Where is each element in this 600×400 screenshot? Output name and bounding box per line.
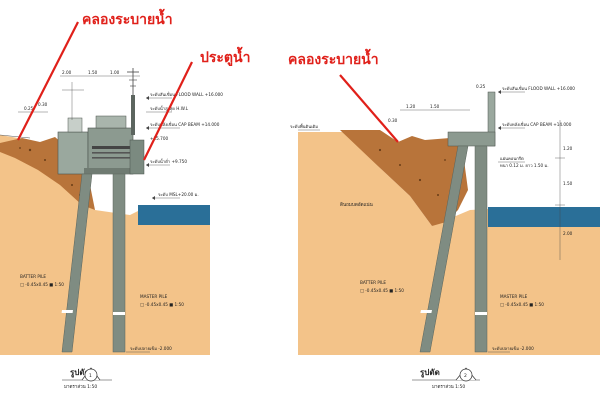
s2-title: รูปตัด	[420, 368, 440, 378]
s1-gate-annotation: ประตูน้ำ	[200, 46, 250, 66]
s2-flood-wall-label: ระดับสันเขื่อน FLOOD WALL +16.000	[502, 85, 575, 91]
s1-gate-arrow	[143, 61, 193, 161]
cap-beam-2	[447, 131, 496, 147]
s1-pile-tip-label: ระดับปลายเข็ม -2.000	[130, 345, 172, 351]
s1-batter-pile-label: BATTER PILE	[20, 274, 46, 279]
master-pile-2	[474, 145, 488, 353]
s2-section-marker	[459, 368, 473, 382]
s2-number: 2	[464, 373, 467, 379]
s1-scale: มาตราส่วน 1:50	[64, 384, 97, 390]
s2-dim-5: 1.20	[563, 146, 573, 151]
s1-dim-5: 0.30	[38, 102, 48, 107]
section-1: ระดับสันเขื่อน FLOOD WALL +16.000 ระดับน…	[0, 8, 250, 390]
sand-layer-1	[0, 135, 210, 355]
s2-dim-6: 1.50	[563, 181, 573, 186]
s2-fill-soil-label: ดินถมบดอัดแน่น	[340, 201, 374, 208]
s1-low-water-label: ระดับน้ำต่ำ +9.750	[150, 158, 187, 164]
s1-dim-2: 2.00	[62, 70, 72, 75]
s2-dim-4: 0.30	[388, 118, 398, 123]
section-2: ระดับสันเขื่อน FLOOD WALL +16.000 ระดับห…	[288, 48, 600, 390]
s1-dim-1: 1.50	[88, 70, 98, 75]
s2-sheet-pile-size: หนา 0.12 ม. ยาว 1.50 ม.	[500, 163, 549, 168]
s2-dim-2: 1.20	[406, 104, 416, 109]
s2-dim-7: 2.00	[563, 231, 573, 236]
s2-sheet-pile-label: แผ่นคอนกรีต	[500, 156, 524, 161]
s2-batter-pile-label: BATTER PILE	[360, 280, 386, 285]
fill-soil-2	[340, 130, 468, 226]
batter-pile-1	[61, 173, 93, 353]
s2-dim-3: 0.25	[476, 84, 486, 89]
s1-section-marker	[84, 368, 98, 382]
water-1	[138, 205, 210, 225]
s1-dim-3: 1.00	[110, 70, 120, 75]
s1-master-pile-label: MASTER PILE	[140, 294, 168, 299]
s2-scale: มาตราส่วน 1:50	[432, 384, 465, 390]
s1-master-pile-size: □ -0.45x0.45 ■ 1:50	[140, 302, 184, 307]
s1-canal-annotation: คลองระบายน้ำ	[82, 8, 173, 28]
s1-cap-beam-label: ระดับหลังเขื่อน CAP BEAM +14.000	[150, 121, 220, 127]
s1-dim-4: 0.25	[24, 106, 34, 111]
s2-dim-1: 1.50	[430, 104, 440, 109]
s2-master-pile-size: □ -0.45x0.45 ■ 1:50	[500, 302, 544, 307]
s2-canal-annotation: คลองระบายน้ำ	[288, 48, 379, 68]
water-2	[488, 207, 600, 227]
gate-structure	[57, 68, 145, 175]
batter-pile-2	[419, 145, 469, 353]
s2-batter-pile-size: □ -0.45x0.45 ■ 1:50	[360, 288, 404, 293]
s1-batter-pile-size: □ -0.45x0.45 ■ 1:50	[20, 282, 64, 287]
s2-canal-arrow	[339, 74, 399, 143]
s1-mean-water-label: ระดับ MSL+20.00 ม.	[158, 192, 199, 197]
s1-canal-arrow	[17, 21, 79, 141]
s1-flood-wall-label: ระดับสันเขื่อน FLOOD WALL +16.000	[150, 91, 223, 97]
s1-number: 1	[89, 373, 92, 379]
s1-gate-level-label: +15.700	[150, 136, 168, 141]
s1-title: รูปตัด	[70, 368, 90, 378]
s2-pile-tip-label: ระดับปลายเข็ม -2.000	[492, 345, 534, 351]
s2-master-pile-label: MASTER PILE	[500, 294, 528, 299]
s2-ground-left-label: ระดับพื้นดินเดิม	[290, 123, 318, 129]
master-pile-1	[112, 173, 126, 353]
s2-cap-beam-label: ระดับหลังเขื่อน CAP BEAM +14.000	[502, 121, 572, 127]
